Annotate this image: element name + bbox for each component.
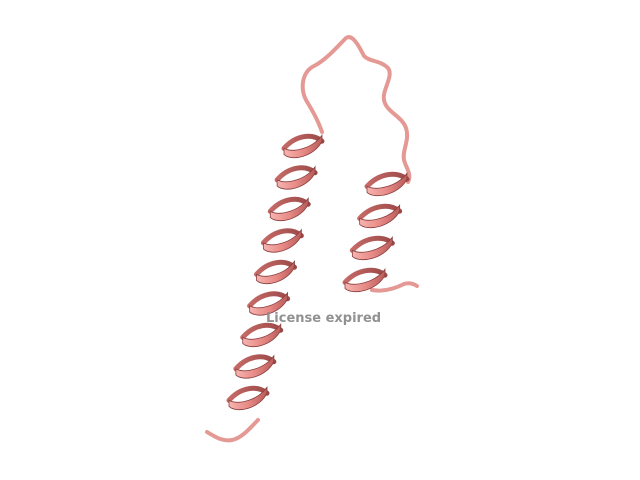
loop-coil [300,35,412,184]
helix-2 [342,171,410,292]
helix-front-ribbon [351,236,393,260]
helix-1 [226,133,325,410]
helix-front-ribbon [228,385,268,410]
n-terminal-coil [205,418,260,443]
license-watermark: License expired [266,311,382,326]
helix-front-ribbon [344,268,386,292]
helix-front-ribbon [359,204,401,228]
helix-front-ribbon [249,291,289,316]
helix-front-ribbon [242,322,282,347]
helix-front-ribbon [256,259,295,284]
helix-front-ribbon [235,354,275,379]
helix-front-ribbon [366,172,408,196]
c-terminal-coil [370,281,419,293]
helix-front-ribbon [269,196,309,221]
helix-front-ribbon [262,228,302,253]
helix-front-ribbon [276,165,316,190]
helix-front-ribbon [283,133,323,158]
